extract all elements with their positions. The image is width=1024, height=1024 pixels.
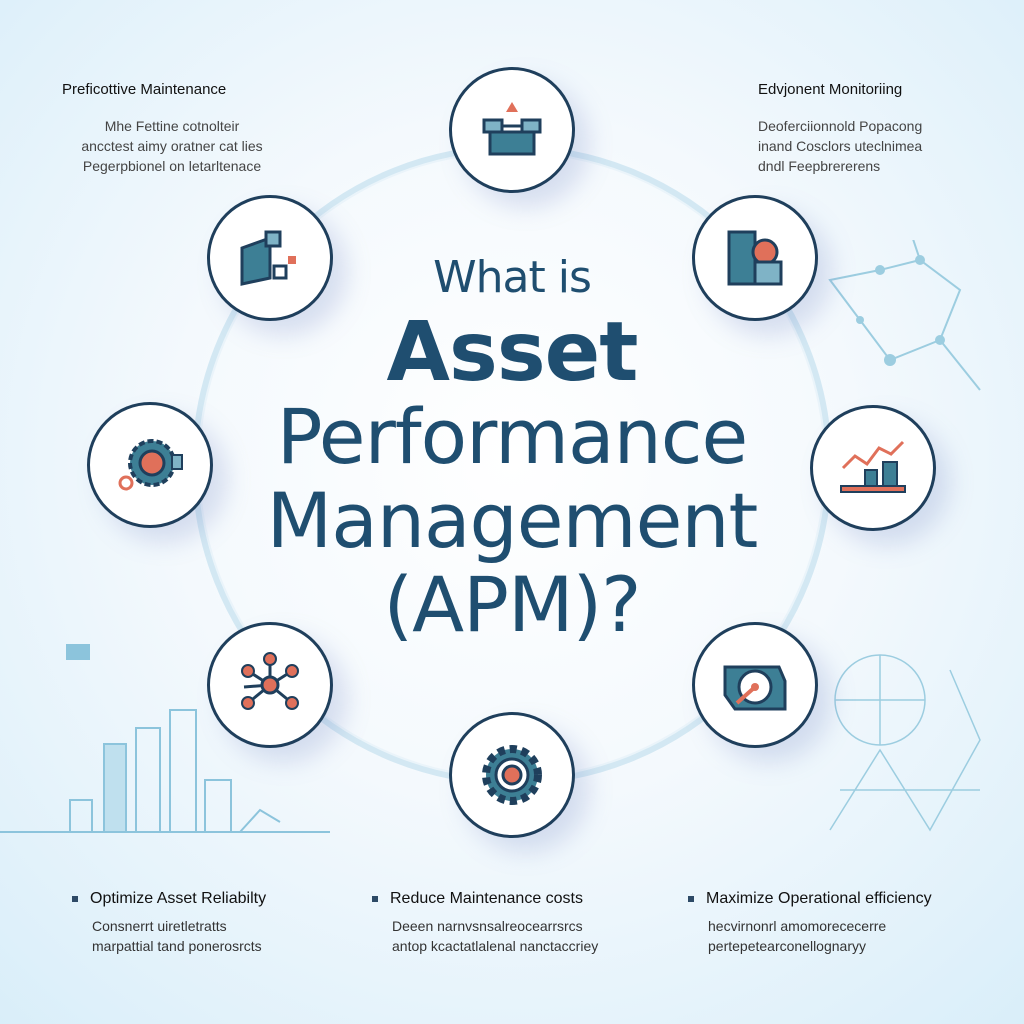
node-gear-inspection[interactable] <box>87 402 213 528</box>
machine-icon <box>240 230 296 286</box>
title-management: Management <box>266 476 759 565</box>
title-apm: (APM)? <box>383 560 641 649</box>
title-asset: Asset <box>386 305 639 400</box>
title-prefix: What is <box>433 252 592 303</box>
node-machine[interactable] <box>207 195 333 321</box>
predictive-heading: Preficottive Maintenance <box>62 81 227 98</box>
decorative-mesh <box>829 654 981 832</box>
node-bar-chart[interactable] <box>810 405 936 531</box>
workflow-icon <box>482 102 542 156</box>
decorative-bar-chart <box>0 644 330 833</box>
gauge-icon <box>723 665 787 711</box>
monitoring-heading: Edvjonent Monitoriing <box>758 81 903 98</box>
title-performance: Performance <box>276 392 749 481</box>
decorative-network <box>828 240 981 391</box>
node-gauge[interactable] <box>692 622 818 748</box>
node-network[interactable] <box>207 622 333 748</box>
network-icon <box>241 652 299 710</box>
gear-inspection-icon <box>118 439 183 491</box>
server-icon <box>727 230 783 286</box>
gear-icon <box>482 745 542 805</box>
node-gear[interactable] <box>449 712 575 838</box>
node-server[interactable] <box>692 195 818 321</box>
node-workflow[interactable] <box>449 67 575 193</box>
bar-chart-icon <box>840 440 906 493</box>
